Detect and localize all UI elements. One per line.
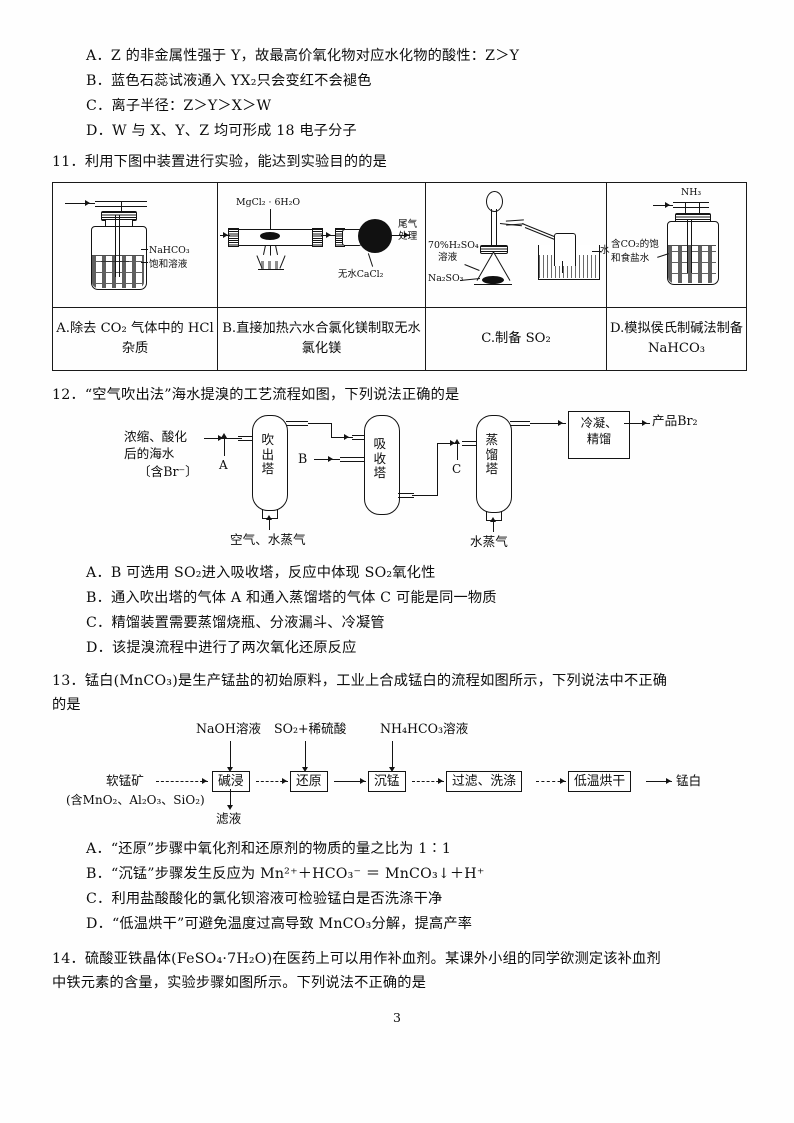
- q13-option-b: B．“沉锰”步骤发生反应为 Mn²⁺＋HCO₃⁻ ＝ MnCO₃↓＋H⁺: [86, 866, 485, 882]
- label-70-h2so4-1: 70%H₂SO₄: [428, 240, 479, 251]
- q13-stem-line2: 的是: [52, 697, 81, 713]
- q12-option-b: B．通入吹出塔的气体 A 和通入蒸馏塔的气体 C 可能是同一物质: [86, 590, 497, 606]
- q11-number: 11．: [52, 154, 85, 170]
- apparatus-so2-generator-c: 70%H₂SO₄ 溶液 Na₂SO₃ 水: [426, 183, 610, 307]
- q13-stem-line2-wrap: 的是: [52, 693, 744, 717]
- q11-cell-b-figure: MgCl₂ · 6H₂O: [217, 182, 426, 308]
- q11-cell-a-figure: NaHCO₃ 饱和溶液: [52, 182, 218, 308]
- q11-caption-c: C.制备 SO₂: [425, 307, 607, 371]
- q14-number: 14．: [52, 951, 85, 967]
- question-13-stem: 13．锰白(MnCO₃)是生产锰盐的初始原料，工业上合成锰白的流程如图所示，下列…: [52, 669, 744, 693]
- page-content: A．Z 的非金属性强于 Y，故最高价氧化物对应水化物的酸性：Z＞Y B．蓝色石蕊…: [52, 44, 747, 995]
- label-anhydrous-cacl2: 无水CaCl₂: [338, 269, 384, 280]
- label-mgcl2-6h2o: MgCl₂ · 6H₂O: [236, 197, 301, 208]
- q12-feed-line3: 〔含Br⁻〕: [138, 464, 198, 479]
- q12-option-d: D．该提溴流程中进行了两次氧化还原反应: [86, 640, 357, 656]
- question-11-stem: 11．利用下图中装置进行实验，能达到实验目的的是: [52, 150, 744, 174]
- page-number: 3: [393, 1010, 401, 1025]
- label-co2-brine-1: 含CO₂的饱: [611, 239, 659, 250]
- q13-option-d: D．“低温烘干”可避免温度过高导致 MnCO₃分解，提高产率: [86, 916, 473, 932]
- q13-raw-line2: (含MnO₂、Al₂O₃、SiO₂): [66, 793, 205, 807]
- q12-product: 产品Br₂: [652, 413, 698, 428]
- q12-tower-distill-label: 蒸馏塔: [485, 432, 499, 477]
- label-co2-brine-2: 和食盐水: [611, 253, 650, 264]
- question-13-options: A．“还原”步骤中氧化剂和还原剂的物质的量之比为 1∶1 B．“沉锰”步骤发生反…: [52, 837, 744, 937]
- q12-feed-line2: 后的海水: [124, 446, 175, 461]
- label-water: 水: [600, 245, 610, 256]
- q13-option-a: A．“还原”步骤中氧化剂和还原剂的物质的量之比为 1∶1: [86, 841, 452, 857]
- q10-option-c: C．离子半径：Z＞Y＞X＞W: [86, 98, 272, 114]
- apparatus-hou-process-d: NH₃ 含CO₂的饱 和食盐水: [607, 183, 746, 307]
- q12-condenser-line1: 冷凝、: [580, 416, 618, 430]
- q12-stem-text: “空气吹出法”海水提溴的工艺流程如图，下列说法正确的是: [84, 387, 460, 403]
- question-10-options: A．Z 的非金属性强于 Y，故最高价氧化物对应水化物的酸性：Z＞Y B．蓝色石蕊…: [52, 44, 744, 144]
- q13-step-4: 过滤、洗涤: [446, 771, 522, 792]
- label-saturated-solution: 饱和溶液: [149, 259, 188, 270]
- question-12-figure: 浓缩、酸化 后的海水 〔含Br⁻〕 A 吹出塔 空气、水蒸气: [52, 411, 744, 559]
- q13-option-c: C．利用盐酸酸化的氯化钡溶液可检验锰白是否洗涤干净: [86, 891, 443, 907]
- q12-feed-line1: 浓缩、酸化: [124, 429, 187, 444]
- q10-option-d: D．W 与 X、Y、Z 均可形成 18 电子分子: [86, 123, 357, 139]
- q11-figure-row: NaHCO₃ 饱和溶液 MgCl₂ · 6H₂O: [52, 182, 747, 308]
- q12-tower-distill: [476, 415, 512, 513]
- q13-reagent-2: SO₂+稀硫酸: [274, 721, 347, 736]
- q10-option-a: A．Z 的非金属性强于 Y，故最高价氧化物对应水化物的酸性：Z＞Y: [86, 48, 520, 64]
- q12-condenser-line2: 精馏: [586, 432, 612, 446]
- q12-stream-a: A: [219, 458, 228, 472]
- q12-bottom-in-2: 水蒸气: [470, 534, 508, 549]
- q11-stem-text: 利用下图中装置进行实验，能达到实验目的的是: [84, 154, 387, 170]
- q11-caption-d: D.模拟侯氏制碱法制备 NaHCO₃: [606, 307, 747, 371]
- q12-stream-c: C: [452, 462, 462, 476]
- q13-waste: 滤液: [216, 811, 242, 826]
- q13-reagent-1: NaOH溶液: [196, 721, 262, 736]
- q11-cell-c-figure: 70%H₂SO₄ 溶液 Na₂SO₃ 水: [425, 182, 610, 308]
- q12-tower-blowout: [252, 415, 288, 511]
- question-14-stem: 14．硫酸亚铁晶体(FeSO₄·7H₂O)在医药上可以用作补血剂。某课外小组的同…: [52, 947, 744, 971]
- q12-tower-blowout-label: 吹出塔: [261, 432, 275, 477]
- q14-stem-line2-wrap: 中铁元素的含量，实验步骤如图所示。下列说法不正确的是: [52, 971, 744, 995]
- label-na2so3: Na₂SO₃: [428, 273, 464, 284]
- q11-caption-row: A.除去 CO₂ 气体中的 HCl 杂质 B.直接加热六水合氯化镁制取无水氯化镁…: [52, 307, 747, 371]
- q13-step-2: 还原: [290, 771, 328, 792]
- apparatus-tube-furnace-b: MgCl₂ · 6H₂O: [218, 183, 425, 307]
- q13-step-5: 低温烘干: [568, 771, 632, 792]
- q13-product: 锰白: [676, 773, 702, 788]
- q12-condenser-box: 冷凝、 精馏: [568, 411, 630, 459]
- q14-stem-line1: 硫酸亚铁晶体(FeSO₄·7H₂O)在医药上可以用作补血剂。某课外小组的同学欲测…: [84, 951, 661, 967]
- label-exhaust-1: 尾气: [398, 219, 418, 230]
- q12-tower-absorb: [364, 415, 400, 515]
- q13-raw-line1: 软锰矿: [106, 773, 144, 788]
- q11-caption-b: B.直接加热六水合氯化镁制取无水氯化镁: [217, 307, 426, 371]
- q14-stem-line2: 中铁元素的含量，实验步骤如图所示。下列说法不正确的是: [52, 975, 427, 991]
- question-12-options: A．B 可选用 SO₂进入吸收塔，反应中体现 SO₂氧化性 B．通入吹出塔的气体…: [52, 561, 744, 661]
- label-nahco3: NaHCO₃: [149, 245, 190, 256]
- q12-stream-b: B: [298, 451, 308, 466]
- q12-bottom-in-1: 空气、水蒸气: [230, 532, 306, 547]
- q11-caption-a: A.除去 CO₂ 气体中的 HCl 杂质: [52, 307, 218, 371]
- q13-step-3: 沉锰: [368, 771, 406, 792]
- q10-option-b: B．蓝色石蕊试液通入 YX₂只会变红不会褪色: [86, 73, 372, 89]
- q12-tower-absorb-label: 吸收塔: [373, 436, 387, 481]
- question-12-stem: 12．“空气吹出法”海水提溴的工艺流程如图，下列说法正确的是: [52, 383, 744, 407]
- q13-step-1: 碱浸: [212, 771, 250, 792]
- label-70-h2so4-2: 溶液: [438, 252, 458, 263]
- q12-option-c: C．精馏装置需要蒸馏烧瓶、分液漏斗、冷凝管: [86, 615, 385, 631]
- q12-option-a: A．B 可选用 SO₂进入吸收塔，反应中体现 SO₂氧化性: [86, 565, 436, 581]
- label-exhaust-2: 处理: [398, 231, 418, 242]
- question-13-figure: NaOH溶液 SO₂+稀硫酸 NH₄HCO₃溶液 软锰矿 (含MnO₂、Al₂O…: [52, 719, 744, 831]
- question-11-table: NaHCO₃ 饱和溶液 MgCl₂ · 6H₂O: [52, 182, 747, 371]
- label-nh3: NH₃: [681, 187, 702, 198]
- apparatus-wash-bottle-a: NaHCO₃ 饱和溶液: [53, 183, 217, 307]
- q12-number: 12．: [52, 387, 85, 403]
- q13-number: 13．: [52, 673, 85, 689]
- q13-stem-line1: 锰白(MnCO₃)是生产锰盐的初始原料，工业上合成锰白的流程如图所示，下列说法中…: [84, 673, 668, 689]
- q11-cell-d-figure: NH₃ 含CO₂的饱 和食盐水: [606, 182, 747, 308]
- q13-reagent-3: NH₄HCO₃溶液: [380, 721, 469, 736]
